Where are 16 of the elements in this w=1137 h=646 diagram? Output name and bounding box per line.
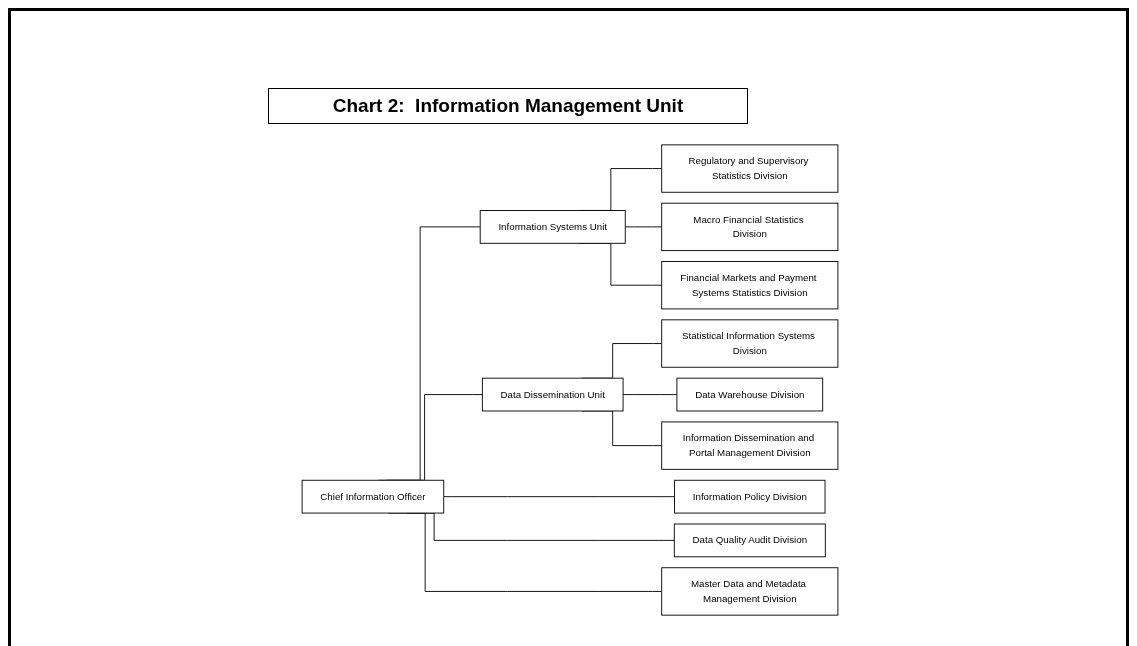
connector (622, 394, 678, 396)
node-box: Data Quality Audit Division (673, 523, 826, 558)
node-box: Master Data and Metadata Management Division (661, 567, 839, 616)
node-box: Data Dissemination Unit (481, 377, 624, 412)
node-box: Regulatory and Supervisory Statistics Division (661, 144, 839, 193)
node-box: Financial Markets and Payment Systems Statistics Division (661, 261, 839, 310)
node-box: Macro Financial Statistics Division (661, 202, 839, 252)
node-box: Statistical Information Systems Division (661, 319, 839, 368)
node-box: Chief Information Officer (301, 479, 445, 514)
node-box: Information Systems Unit (479, 210, 626, 244)
chart-title: Chart 2: Information Management Unit (268, 88, 748, 124)
node-box: Data Warehouse Division (676, 377, 824, 412)
connector (624, 226, 663, 228)
node-box: Information Policy Division (674, 479, 826, 514)
node-box: Information Dissemination and Portal Management Division (661, 421, 839, 470)
connector (443, 496, 676, 498)
